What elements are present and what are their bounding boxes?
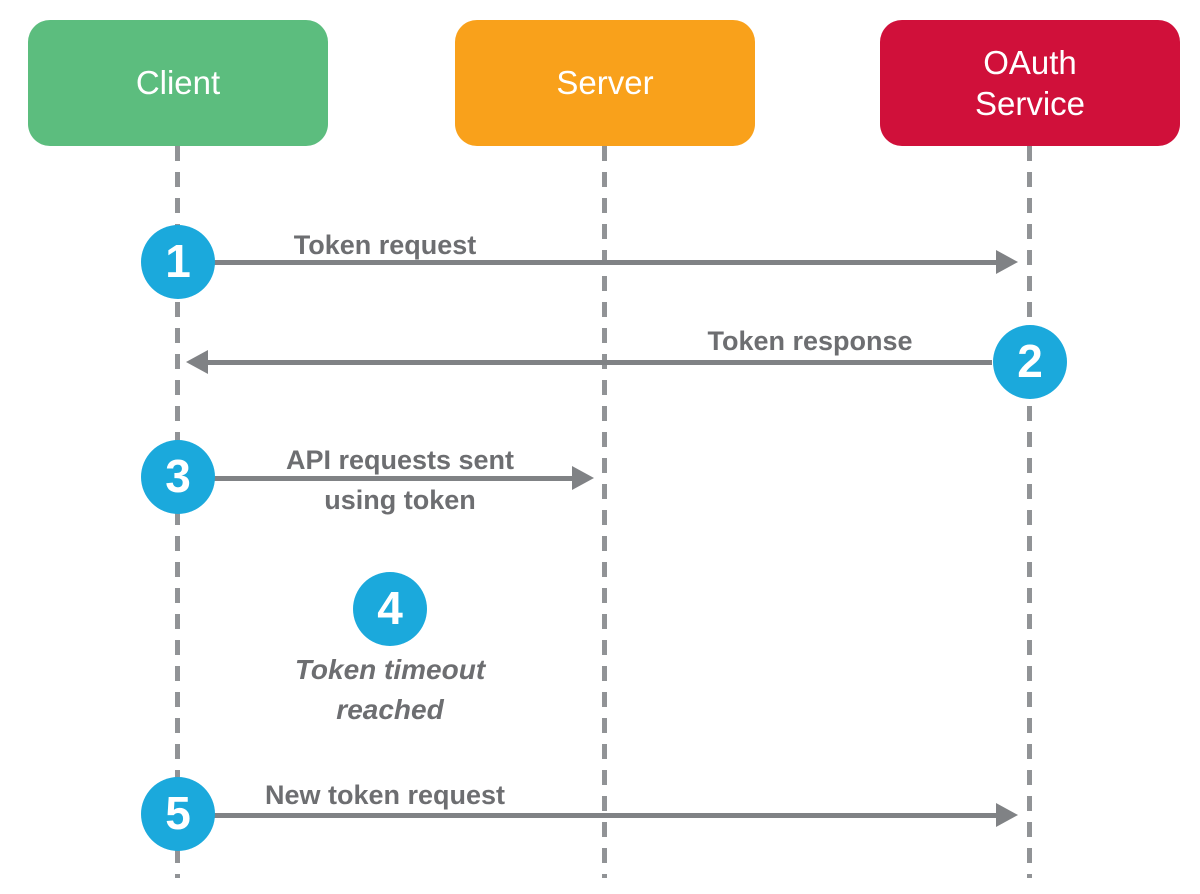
step-1-badge: 1 bbox=[141, 225, 215, 299]
lifeline-oauth-service bbox=[1027, 146, 1032, 878]
step-4-note-label: Token timeout reached bbox=[294, 654, 486, 725]
step-5-badge: 5 bbox=[141, 777, 215, 851]
arrowhead-left-icon bbox=[186, 350, 208, 374]
lifeline-server bbox=[602, 146, 607, 878]
actor-box-oauth-service: OAuth Service bbox=[880, 20, 1180, 146]
step-1-label: Token request bbox=[293, 230, 477, 260]
arrowhead-right-icon bbox=[996, 250, 1018, 274]
arrow-line bbox=[212, 260, 1000, 265]
arrow-line bbox=[212, 476, 576, 481]
step-2-arrow bbox=[186, 350, 992, 374]
step-5-label: New token request bbox=[264, 780, 506, 810]
actor-label-client: Client bbox=[135, 64, 221, 102]
step-2-label: Token response bbox=[707, 326, 913, 356]
arrowhead-right-icon bbox=[572, 466, 594, 490]
actor-label-server: Server bbox=[556, 64, 654, 102]
actor-box-server: Server bbox=[455, 20, 755, 146]
step-2-badge: 2 bbox=[993, 325, 1067, 399]
step-1-arrow bbox=[212, 250, 1018, 274]
step-3-arrow bbox=[212, 466, 594, 490]
step-3-badge: 3 bbox=[141, 440, 215, 514]
arrowhead-right-icon bbox=[996, 803, 1018, 827]
arrow-line bbox=[212, 813, 1000, 818]
step-5-arrow bbox=[212, 803, 1018, 827]
arrow-line bbox=[204, 360, 992, 365]
actor-label-oauth-service: OAuth Service bbox=[974, 43, 1086, 122]
step-3-label: API requests sent using token bbox=[285, 445, 515, 515]
actor-box-client: Client bbox=[28, 20, 328, 146]
step-4-badge: 4 bbox=[353, 572, 427, 646]
